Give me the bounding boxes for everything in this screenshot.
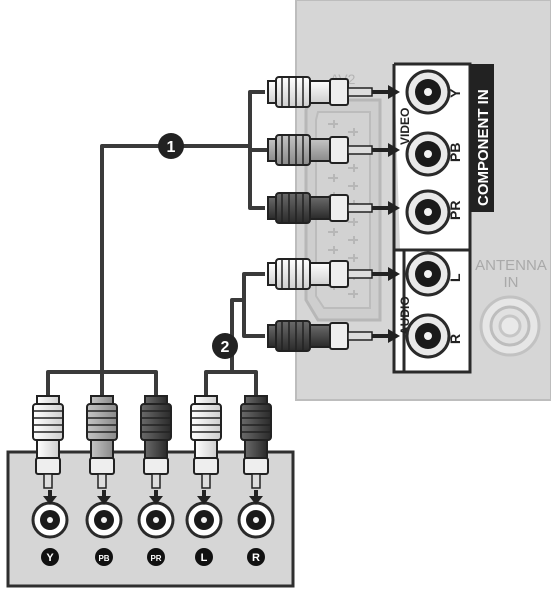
cable-segment: [232, 370, 258, 400]
device-jack-label-pr: PR: [147, 548, 165, 566]
device-jack-pr: [137, 490, 175, 539]
device-jack-y: [31, 490, 69, 539]
tv-jack-pr: [405, 189, 451, 235]
device-jack-labels: Y PB PR L R: [41, 548, 265, 566]
device-jacks: [31, 490, 275, 539]
device-jack-l: [185, 490, 223, 539]
callout-2: 2: [212, 333, 238, 359]
svg-text:L: L: [201, 552, 208, 564]
tv-jack-label-y: Y: [447, 88, 463, 98]
tv-side-plugs: [267, 76, 400, 352]
antenna-jack: [479, 295, 541, 357]
device-jack-label-r: R: [247, 548, 265, 566]
plug-tv-y: [267, 76, 400, 108]
component-title-bar: [470, 64, 494, 212]
plug-tv-l: [267, 258, 400, 290]
antenna-label-line2: IN: [504, 274, 519, 291]
tv-jack-label-l: L: [447, 273, 463, 282]
tv-jacks: [405, 69, 451, 359]
tv-jack-label-pb: PB: [447, 143, 463, 162]
device-jack-label-l: L: [195, 548, 213, 566]
plug-device-l: [190, 395, 222, 489]
plug-tv-pr: [267, 192, 400, 224]
video-label: VIDEO: [398, 108, 412, 145]
tv-jack-pb: [405, 131, 451, 177]
plug-device-r: [240, 395, 272, 489]
plug-tv-pb: [267, 134, 400, 166]
cable-segment: [100, 144, 250, 372]
cables: [46, 90, 272, 400]
plug-device-pr: [140, 395, 172, 489]
device-side-plugs: [32, 395, 272, 489]
svg-text:PB: PB: [98, 554, 109, 563]
cable-segment: [242, 272, 265, 338]
plug-device-pb: [86, 395, 118, 489]
tv-jack-l: [405, 251, 451, 297]
svg-text:R: R: [252, 552, 260, 564]
tv-jack-r: [405, 313, 451, 359]
tv-jack-y: [405, 69, 451, 115]
cable-segment: [102, 370, 158, 400]
plug-device-y: [32, 395, 64, 489]
svg-text:Y: Y: [46, 552, 54, 564]
antenna-label-line1: ANTENNA: [475, 257, 547, 274]
callout-1: 1: [158, 133, 184, 159]
callout-1-number: 1: [167, 139, 176, 156]
callout-2-number: 2: [221, 339, 230, 356]
component-title: COMPONENT IN: [475, 89, 492, 206]
tv-jack-label-pr: PR: [447, 201, 463, 220]
device-jack-label-y: Y: [41, 548, 59, 566]
cable-segment: [46, 370, 102, 400]
device-jack-label-pb: PB: [95, 548, 113, 566]
plug-tv-r: [267, 320, 400, 352]
svg-text:PR: PR: [150, 554, 161, 563]
tv-jack-label-r: R: [447, 334, 463, 344]
device-jack-pb: [85, 490, 123, 539]
device-jack-r: [237, 490, 275, 539]
